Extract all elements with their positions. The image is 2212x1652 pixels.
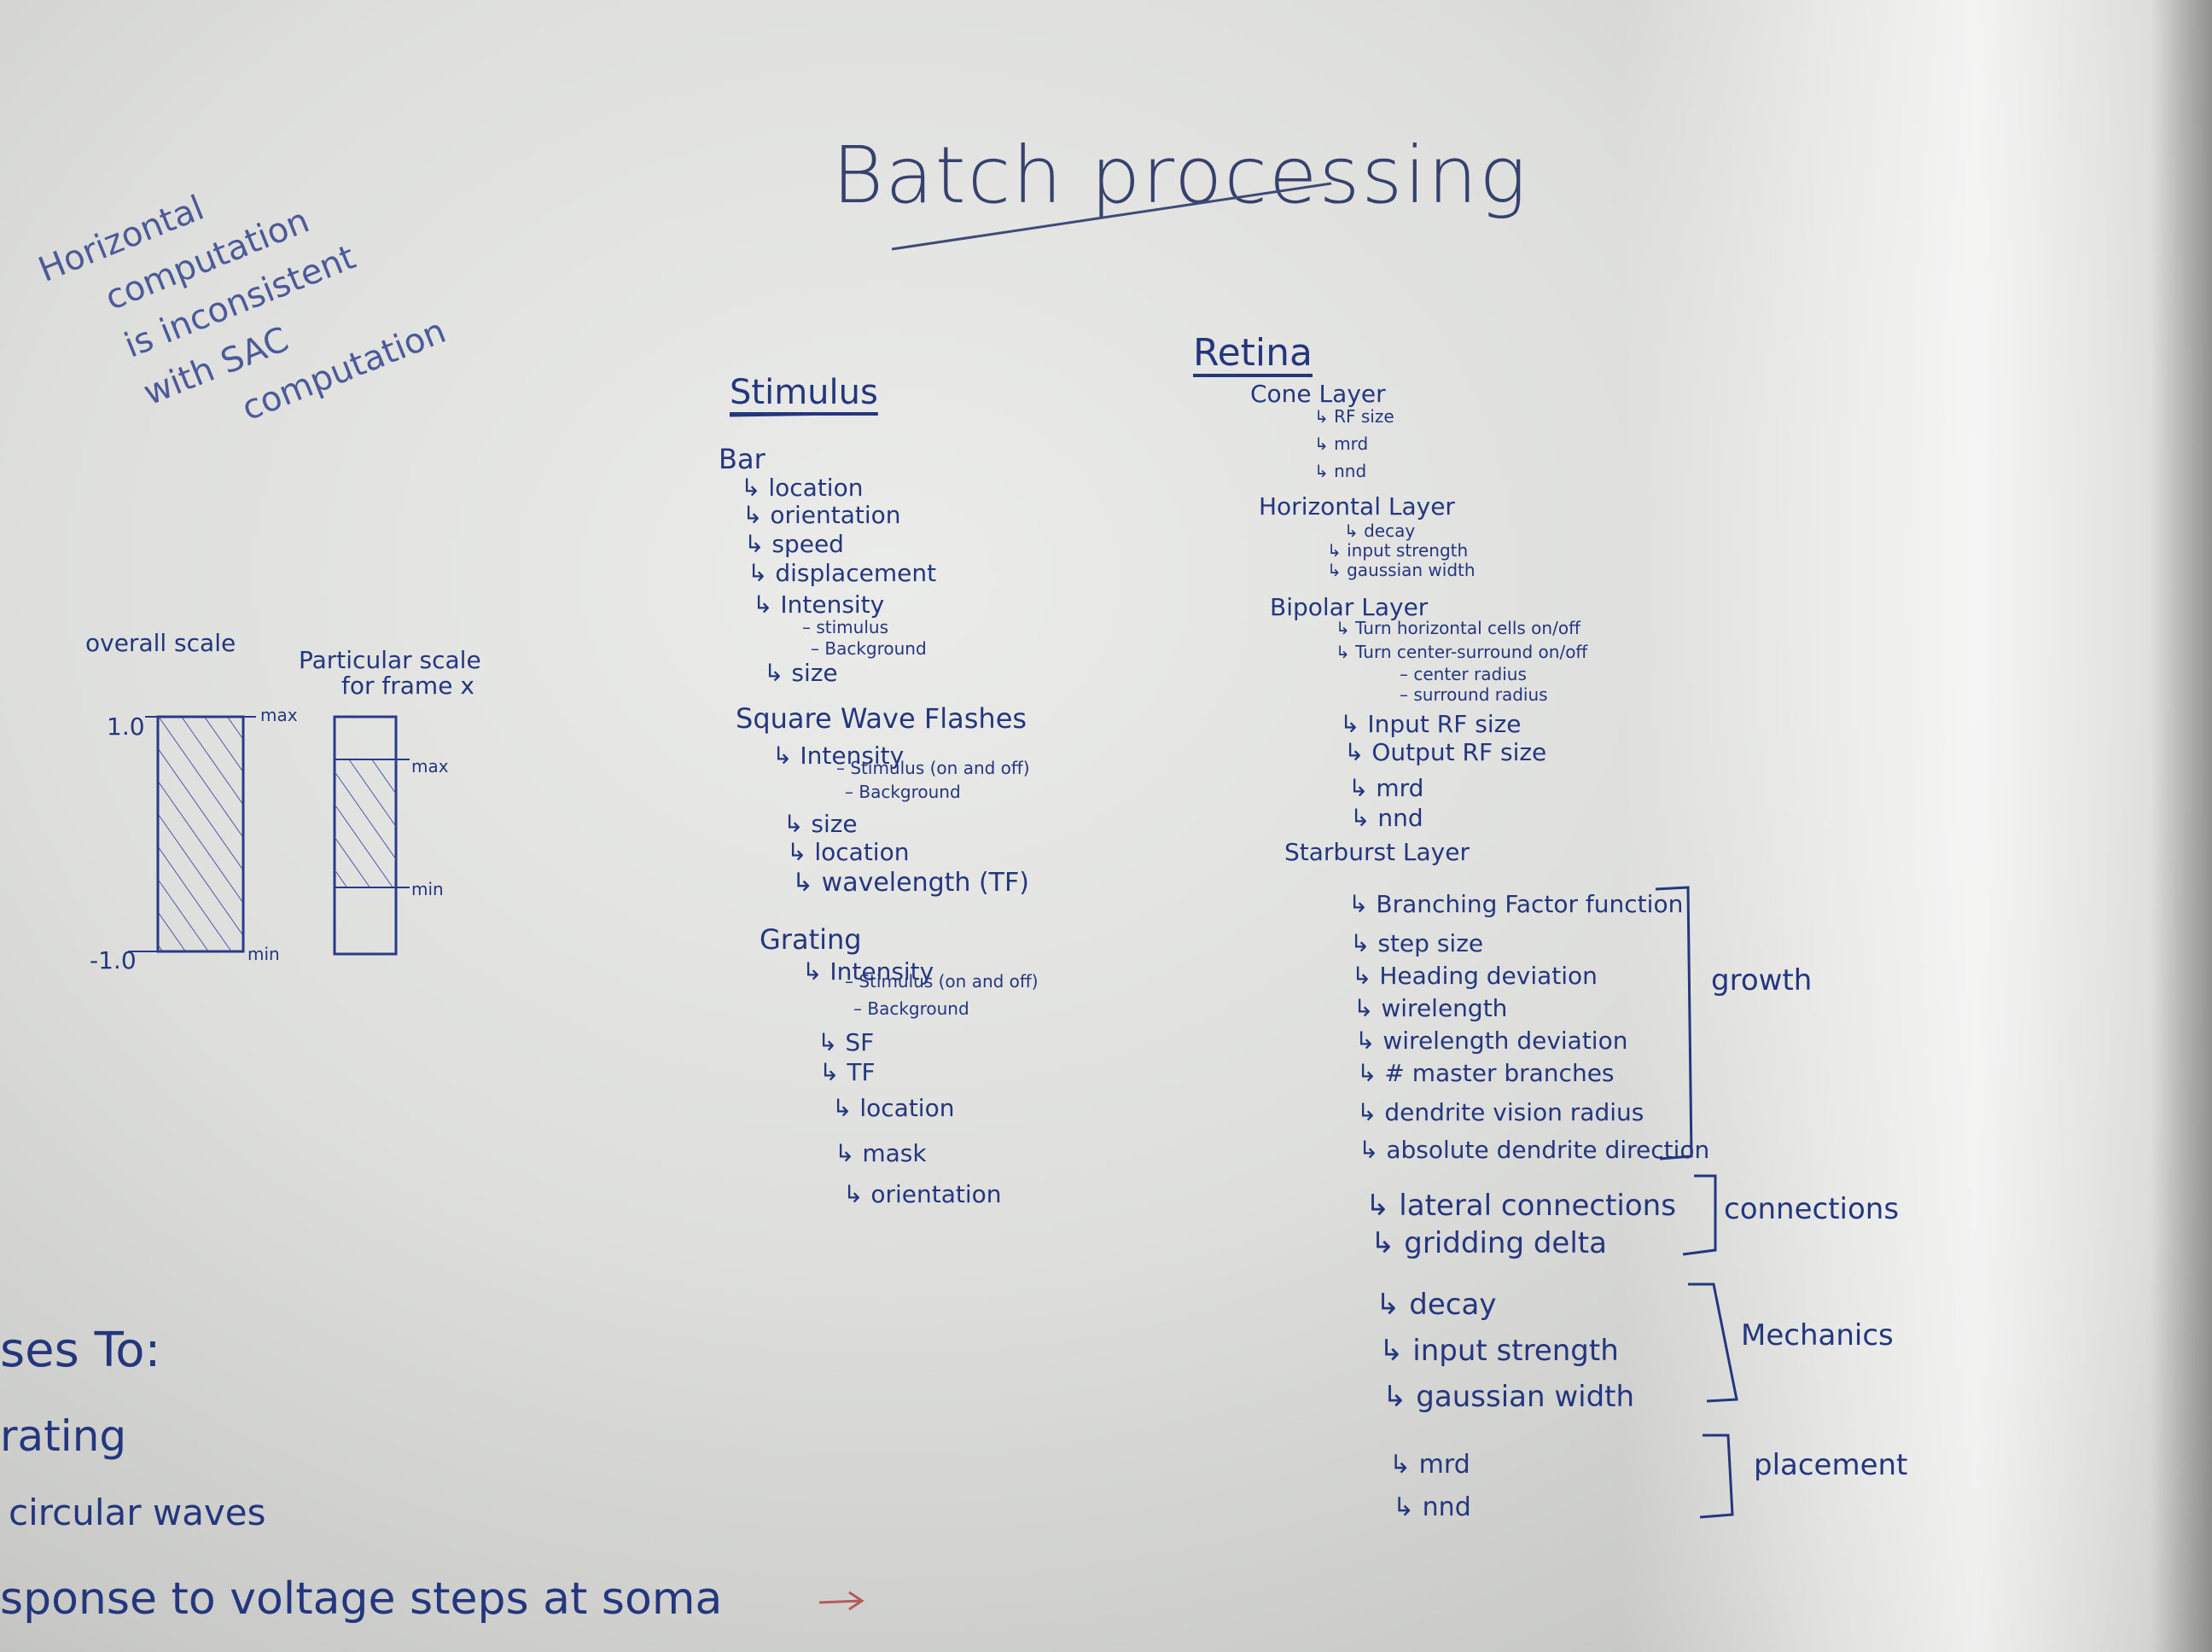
bipolar-item: ↳ Output RF size <box>1344 738 1547 766</box>
growth-item: ↳ wirelength deviation <box>1355 1027 1628 1055</box>
mechanics-item: ↳ gaussian width <box>1382 1380 1635 1414</box>
todo-line: sponse to voltage steps at soma <box>0 1573 723 1625</box>
bar-item: ↳ speed <box>744 530 844 558</box>
bar-item: ↳ displacement <box>748 559 937 587</box>
connections-bracket <box>1682 1174 1717 1256</box>
growth-item: ↳ Heading deviation <box>1352 962 1598 990</box>
group-label-connections: connections <box>1724 1192 1900 1226</box>
scale-bottom-tick: -1.0 <box>90 946 137 974</box>
todo-line: rating <box>0 1411 127 1461</box>
scale-min-label: min <box>247 944 280 964</box>
growth-item: ↳ absolute dendrite direction <box>1359 1136 1710 1164</box>
particular-scale-label-1: Particular scale <box>299 646 481 674</box>
bipolar-sub: – center radius <box>1400 664 1527 684</box>
cone-label: Cone Layer <box>1250 380 1386 408</box>
horizontal-item: ↳ input strength <box>1327 540 1469 561</box>
group-label-growth: growth <box>1711 963 1813 998</box>
grating-item: ↳ SF <box>818 1028 875 1056</box>
square-item: ↳ size <box>783 810 858 838</box>
grating-label: Grating <box>760 923 862 956</box>
placement-item: ↳ mrd <box>1389 1450 1470 1480</box>
cone-item: ↳ nnd <box>1314 461 1367 481</box>
placement-bracket <box>1699 1434 1734 1519</box>
bipolar-item: ↳ Turn center-surround on/off <box>1336 642 1588 662</box>
particular-scale-label-2: for frame x <box>341 672 474 700</box>
horizontal-item: ↳ decay <box>1344 521 1416 541</box>
mechanics-item: ↳ decay <box>1376 1288 1497 1322</box>
square-item: ↳ Intensity <box>772 742 905 770</box>
particular-max-label: max <box>411 756 449 777</box>
placement-item: ↳ nnd <box>1393 1492 1471 1522</box>
bar-item: ↳ orientation <box>742 501 901 529</box>
bar-sub: – stimulus <box>802 617 888 637</box>
light-glare <box>1621 0 2212 1652</box>
group-label-mechanics: Mechanics <box>1741 1318 1894 1352</box>
scale-max-label: max <box>260 705 298 725</box>
square-sub: – Stimulus (on and off) <box>836 758 1030 778</box>
horizontal-label: Horizontal Layer <box>1259 492 1455 521</box>
bar-item: ↳ Intensity <box>753 590 885 619</box>
bar-item: ↳ size <box>764 659 838 687</box>
bipolar-sub: – surround radius <box>1400 684 1548 705</box>
todo-heading: ses To: <box>0 1323 161 1378</box>
retina-header: Retina <box>1193 331 1313 375</box>
grating-sub: – Stimulus (on and off) <box>845 971 1039 992</box>
bar-item: ↳ location <box>741 474 864 502</box>
square-wave-label: Square Wave Flashes <box>736 702 1027 735</box>
connections-item: ↳ lateral connections <box>1365 1189 1676 1223</box>
page-title: Batch processing <box>832 130 1528 221</box>
stimulus-header: Stimulus <box>730 373 878 412</box>
growth-item: ↳ Branching Factor function <box>1348 890 1684 918</box>
growth-item: ↳ # master branches <box>1357 1059 1615 1087</box>
title-underline <box>891 182 1332 251</box>
overall-scale-label: overall scale <box>85 629 236 657</box>
growth-item: ↳ wirelength <box>1353 994 1508 1022</box>
growth-item: ↳ dendrite vision radius <box>1357 1098 1644 1126</box>
bipolar-label: Bipolar Layer <box>1270 593 1429 621</box>
growth-item: ↳ step size <box>1350 929 1484 957</box>
bipolar-item: ↳ mrd <box>1348 774 1424 802</box>
bipolar-item: ↳ Input RF size <box>1340 710 1522 738</box>
particular-min-label: min <box>411 879 444 899</box>
overall-scale-bar <box>156 715 245 953</box>
grating-item: ↳ Intensity <box>802 957 934 986</box>
board-edge-shadow <box>2151 0 2212 1652</box>
grating-sub: – Background <box>853 998 969 1019</box>
mechanics-bracket <box>1688 1283 1738 1403</box>
scale-top-tick: 1.0 <box>107 713 145 741</box>
bipolar-item: ↳ nnd <box>1350 804 1423 832</box>
cone-item: ↳ mrd <box>1314 433 1369 454</box>
grating-item: ↳ location <box>832 1094 955 1122</box>
starburst-label: Starburst Layer <box>1284 838 1470 866</box>
square-item: ↳ location <box>787 838 910 866</box>
bipolar-item: ↳ Turn horizontal cells on/off <box>1336 618 1580 638</box>
bar-label: Bar <box>719 443 765 475</box>
grating-item: ↳ mask <box>835 1139 927 1167</box>
connections-item: ↳ gridding delta <box>1371 1226 1607 1260</box>
cone-item: ↳ RF size <box>1314 406 1394 427</box>
growth-bracket <box>1655 886 1693 1160</box>
mechanics-item: ↳ input strength <box>1379 1334 1619 1368</box>
grating-item: ↳ orientation <box>843 1180 1002 1208</box>
arrow-mark <box>818 1591 864 1611</box>
todo-line: circular waves <box>9 1492 266 1533</box>
square-sub: – Background <box>845 782 961 802</box>
grating-item: ↳ TF <box>819 1058 876 1086</box>
bar-sub: – Background <box>811 638 927 659</box>
group-label-placement: placement <box>1754 1448 1908 1482</box>
square-item: ↳ wavelength (TF) <box>792 868 1029 898</box>
horizontal-item: ↳ gaussian width <box>1327 560 1476 580</box>
